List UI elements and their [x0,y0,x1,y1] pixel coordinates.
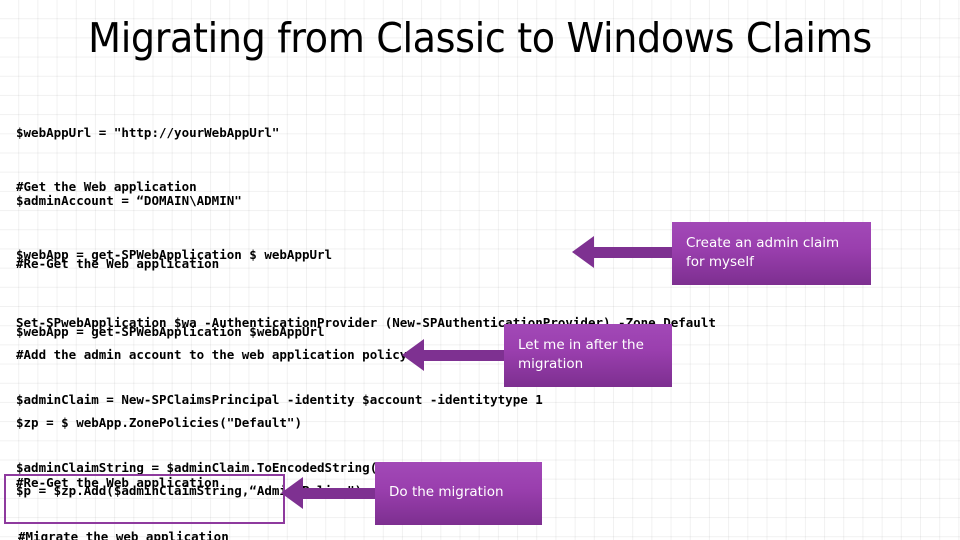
code-line: #Get the Web application [16,179,197,195]
callout-line: for myself [686,254,754,270]
code-line: #Re-Get the Web application [16,256,220,272]
code-line: $adminAccount = “DOMAIN\ADMIN" [16,192,242,208]
code-block: $webAppUrl = "http://yourWebAppUrl" $adm… [16,77,279,258]
callout-box: Let me in after the migration [504,324,672,387]
code-line: #Add the admin account to the web applic… [16,347,408,363]
left-arrow-shaft [594,247,674,258]
callout-line: Create an admin claim [686,235,840,251]
code-line: $adminClaim = New-SPClaimsPrincipal -ide… [16,391,543,407]
code-line: $webAppUrl = "http://yourWebAppUrl" [16,125,280,141]
code-line: $zp = $ webApp.ZonePolicies("Default") [16,414,302,430]
left-arrow-shaft [303,488,377,499]
left-arrow-head-icon [281,477,303,509]
callout-line: Do the migration [389,484,504,500]
callout-box: Do the migration [375,462,542,525]
code-line: #Re-Get the Web application [16,475,220,491]
code-line: #Migrate the web application [18,529,229,540]
code-line: $webApp = get-SPWebApplication $webAppUr… [16,323,325,339]
highlighted-code-block: #Migrate the web application $wa.Migrate… [4,474,285,540]
callout-box: Create an admin claim for myself [672,222,871,285]
code-block: #Migrate the web application $wa.Migrate… [18,481,229,540]
code-block: #Re-Get the Web application $webApp = ge… [16,208,543,524]
code-line: $adminClaimString = $adminClaim.ToEncode… [16,459,385,475]
left-arrow-head-icon [402,339,424,371]
page-title: Migrating from Classic to Windows Claims [88,14,872,62]
callout-line: migration [518,356,584,372]
code-block: #Re-Get the Web application $webApp = ge… [16,427,325,540]
code-block: #Add the admin account to the web applic… [16,299,407,540]
code-line: $webApp = get-SPWebApplication $ webAppU… [16,246,333,262]
callout-line: Let me in after the [518,337,644,353]
left-arrow-head-icon [572,236,594,268]
left-arrow-shaft [424,350,506,361]
